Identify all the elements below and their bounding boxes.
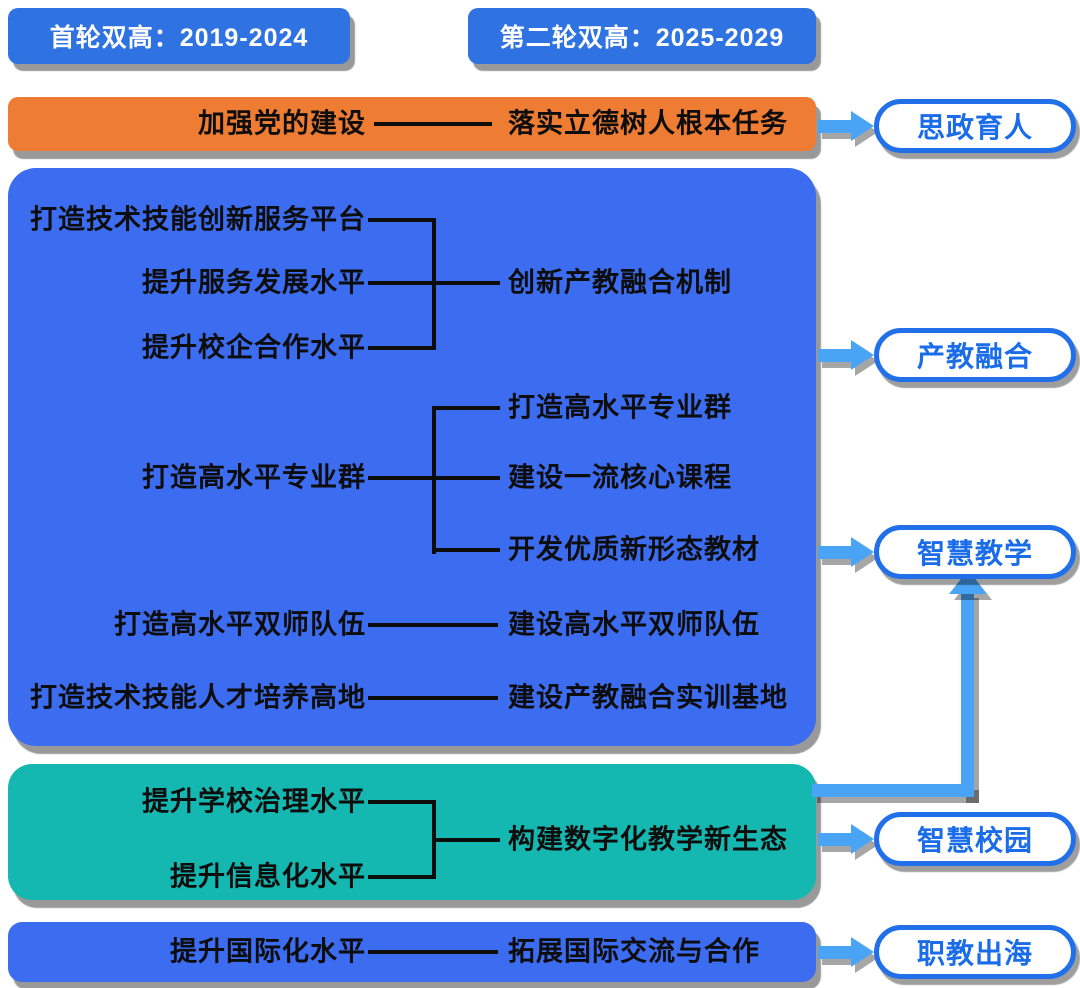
training-base-label: 建设产教融合实训基地 (508, 682, 788, 713)
arrow-head (851, 937, 874, 967)
party-arrow-icon (818, 111, 874, 141)
bracket1-stub-1 (368, 218, 436, 222)
talent-line (368, 696, 498, 700)
campus-box: 提升学校治理水平 提升信息化水平 构建数字化教学新生态 (8, 764, 816, 900)
talent-highland-label: 打造技术技能人才培养高地 (30, 682, 366, 713)
informatization-label: 提升信息化水平 (170, 861, 366, 892)
pill-industry-education-fusion: 产教融合 (874, 328, 1076, 382)
arrow-shaft (818, 348, 851, 362)
bracket1-out-line (436, 281, 500, 285)
legend-round1: 首轮双高：2019-2024 (8, 8, 350, 64)
major-group-build-label: 打造高水平专业群 (508, 392, 732, 423)
bracket1-bar (432, 218, 436, 350)
exchange-label: 拓展国际交流与合作 (508, 936, 760, 967)
international-line (368, 950, 498, 954)
arrow-head (851, 537, 874, 567)
arrow-shaft (818, 119, 851, 133)
party-bar: 加强党的建设 落实立德树人根本任务 (8, 97, 816, 151)
party-connector-line (374, 122, 492, 126)
fusion-mechanism-label: 创新产教融合机制 (508, 267, 732, 298)
governance-label: 提升学校治理水平 (142, 786, 366, 817)
international-bar: 提升国际化水平 拓展国际交流与合作 (8, 922, 816, 982)
main-box: 打造技术技能创新服务平台 提升服务发展水平 提升校企合作水平 创新产教融合机制 … (8, 168, 816, 746)
bracket3-bar (432, 800, 436, 879)
teachers-build-label: 建设高水平双师队伍 (508, 609, 760, 640)
teachers-line (368, 623, 498, 627)
pill-vocational-education-abroad: 职教出海 (874, 925, 1076, 979)
school-enterprise-label: 提升校企合作水平 (142, 332, 366, 363)
international-arrow-icon (818, 937, 874, 967)
digital-ecosystem-label: 构建数字化教学新生态 (508, 824, 788, 855)
arrow-head (851, 340, 874, 370)
core-courses-label: 建设一流核心课程 (508, 462, 732, 493)
internationalization-label: 提升国际化水平 (170, 936, 366, 967)
bracket2-stub-2 (436, 476, 500, 480)
bracket2-stub-1 (436, 406, 500, 410)
service-level-label: 提升服务发展水平 (142, 267, 366, 298)
bracket2-bar (432, 406, 436, 554)
campus-to-teaching-connector-vertical (961, 592, 974, 797)
platform-label: 打造技术技能创新服务平台 (30, 204, 366, 235)
pill-smart-campus: 智慧校园 (874, 812, 1076, 866)
bracket3-stub-2 (368, 875, 436, 879)
pill-smart-teaching: 智慧教学 (874, 525, 1076, 579)
teachers-label: 打造高水平双师队伍 (114, 609, 366, 640)
campus-arrow-icon (818, 824, 874, 854)
bracket2-stub-3 (436, 548, 500, 552)
bracket3-stub-1 (368, 800, 436, 804)
arrow-shaft (818, 832, 851, 846)
bracket2-in-line (368, 476, 436, 480)
arrow-shaft (818, 545, 851, 559)
major-group-label: 打造高水平专业群 (142, 462, 366, 493)
party-task-label: 加强党的建设 (198, 108, 366, 139)
bracket1-stub-2 (368, 281, 436, 285)
new-textbooks-label: 开发优质新形态教材 (508, 534, 760, 565)
bracket1-stub-3 (368, 346, 436, 350)
pill-ideological-education: 思政育人 (874, 99, 1076, 153)
campus-to-teaching-connector-horizontal (812, 784, 974, 797)
arrow-head (851, 111, 874, 141)
fusion-arrow-icon (818, 340, 874, 370)
arrow-head (851, 824, 874, 854)
bracket3-out-line (436, 838, 500, 842)
party-goal-label: 落实立德树人根本任务 (508, 108, 788, 139)
legend-round2: 第二轮双高：2025-2029 (468, 8, 816, 64)
teaching-arrow-icon (818, 537, 874, 567)
arrow-shaft (818, 945, 851, 959)
